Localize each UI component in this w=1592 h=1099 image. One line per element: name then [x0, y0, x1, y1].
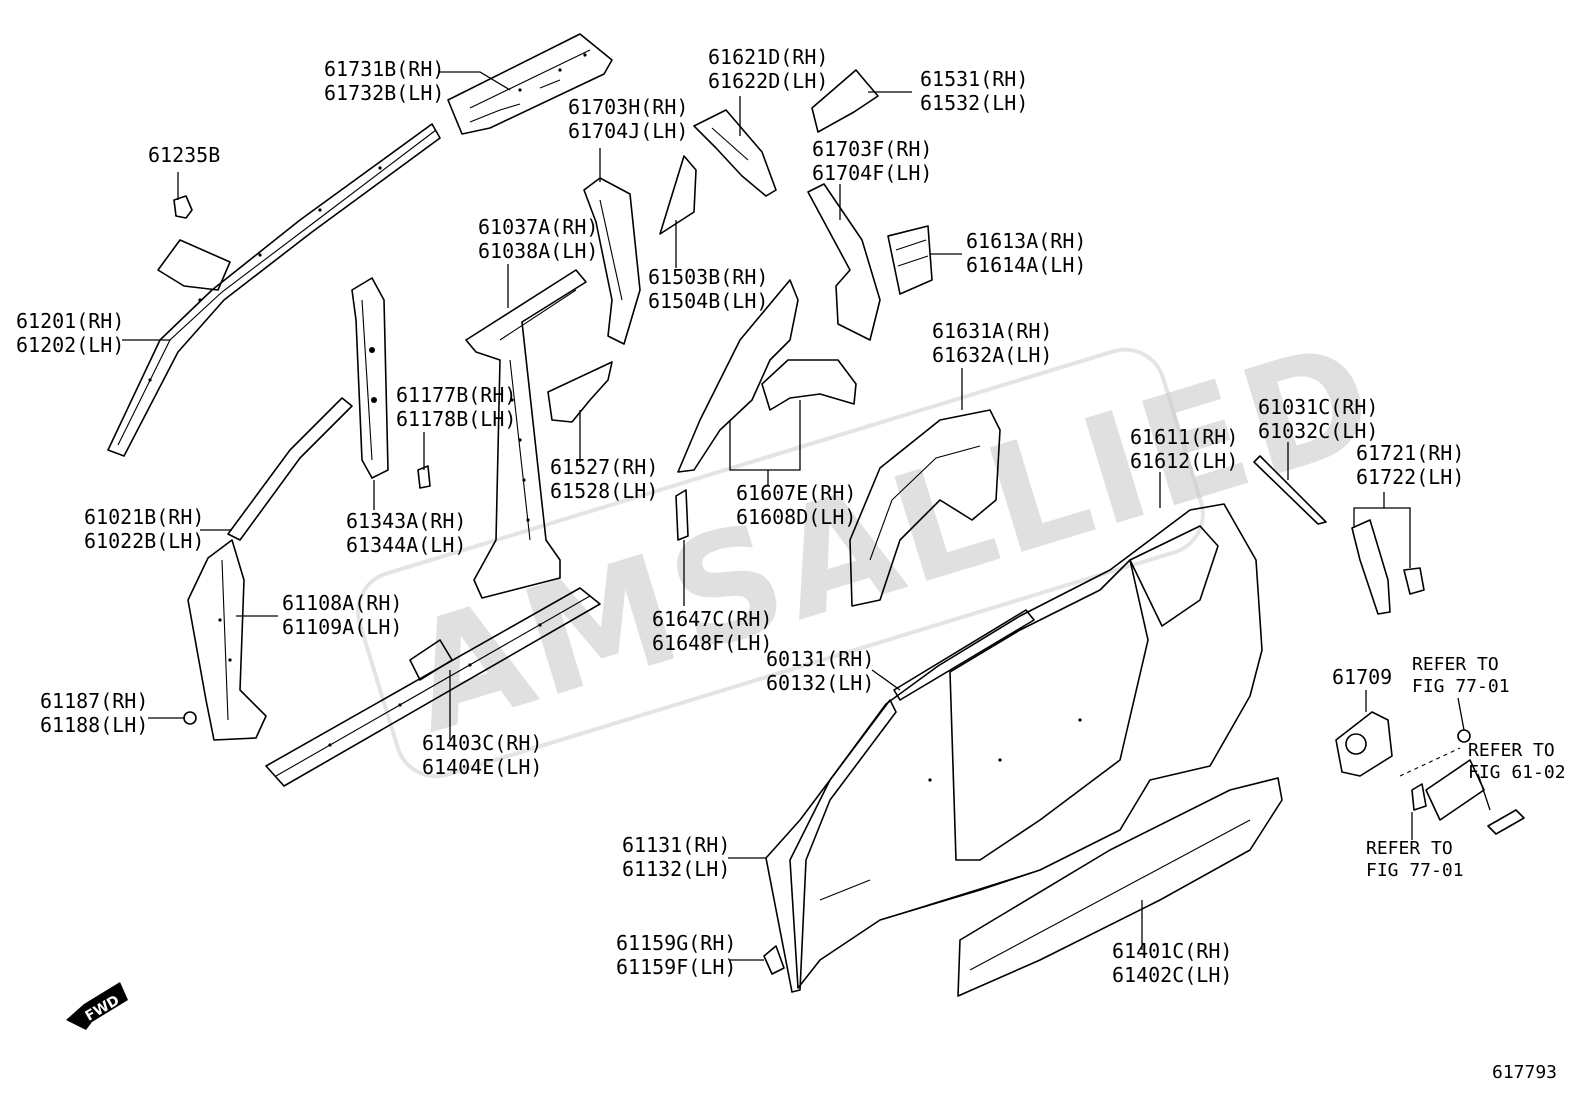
callout-61612-lh[interactable]: 61612(LH) [1130, 449, 1238, 473]
callout-61022b-lh[interactable]: 61022B(LH) [84, 529, 204, 553]
part-roof-rail-front[interactable] [227, 397, 353, 541]
part-front-pillar-lower[interactable] [187, 539, 267, 741]
fwd-arrow-icon: FWD [66, 982, 128, 1030]
callout-61709[interactable]: 61709 [1332, 665, 1392, 689]
part-body-side-outer[interactable] [789, 503, 1263, 989]
part-drip-molding[interactable] [893, 609, 1035, 701]
callout-61343a-rh[interactable]: 61343A(RH) [346, 509, 466, 533]
part-quarter-inner-panel[interactable] [887, 225, 933, 295]
part-hole-plug[interactable] [183, 711, 197, 725]
callout-61731b-rh[interactable]: 61731B(RH) [324, 57, 444, 81]
callout-61648f-lh[interactable]: 61648F(LH) [652, 631, 772, 655]
callout-61177b-rh[interactable]: 61177B(RH) [396, 383, 516, 407]
callout-61527-rh[interactable]: 61527(RH) [550, 455, 658, 479]
callout-61611-rh[interactable]: 61611(RH) [1130, 425, 1238, 449]
callout-61202-lh[interactable]: 61202(LH) [16, 333, 124, 357]
callout-61704f-lh[interactable]: 61704F(LH) [812, 161, 932, 185]
callout-61722-lh[interactable]: 61722(LH) [1356, 465, 1464, 489]
part-fuel-filler-box[interactable] [1335, 711, 1393, 777]
callout-61404e-lh[interactable]: 61404E(LH) [422, 755, 542, 779]
callout-61402c-lh[interactable]: 61402C(LH) [1112, 963, 1232, 987]
part-quarter-bracket-rh[interactable] [1351, 519, 1391, 615]
callout-61631a-rh[interactable]: 61631A(RH) [932, 319, 1052, 343]
callout-61187-rh[interactable]: 61187(RH) [40, 689, 148, 713]
callout-refer-61-line1[interactable]: REFER TO [1468, 740, 1555, 761]
callout-61732b-lh[interactable]: 61732B(LH) [324, 81, 444, 105]
callout-61504b-lh[interactable]: 61504B(LH) [648, 289, 768, 313]
callout-61108a-rh[interactable]: 61108A(RH) [282, 591, 402, 615]
part-wheel-house-seal[interactable] [675, 489, 689, 541]
callout-60132-lh[interactable]: 60132(LH) [766, 671, 874, 695]
callout-61647c-rh[interactable]: 61647C(RH) [652, 607, 772, 631]
callout-61132-lh[interactable]: 61132(LH) [622, 857, 730, 881]
callout-61632a-lh[interactable]: 61632A(LH) [932, 343, 1052, 367]
part-clip-bracket[interactable] [763, 945, 785, 975]
part-front-pillar-outer[interactable] [107, 123, 441, 457]
part-quarter-bracket-lh[interactable] [1403, 567, 1425, 595]
callout-refer-77-bottom-line1[interactable]: REFER TO [1366, 838, 1453, 859]
callout-61159g-rh[interactable]: 61159G(RH) [616, 931, 736, 955]
callout-61621d-rh[interactable]: 61621D(RH) [708, 45, 828, 69]
callout-61704j-lh[interactable]: 61704J(LH) [568, 119, 688, 143]
callout-refer-77-top-line1[interactable]: REFER TO [1412, 654, 1499, 675]
callout-61608d-lh[interactable]: 61608D(LH) [736, 505, 856, 529]
part-wheel-house[interactable] [677, 279, 857, 473]
part-quarter-extension[interactable] [547, 361, 613, 423]
part-rocker-outer[interactable] [957, 777, 1283, 997]
callout-61613a-rh[interactable]: 61613A(RH) [966, 229, 1086, 253]
callout-61622d-lh[interactable]: 61622D(LH) [708, 69, 828, 93]
callout-61503b-rh[interactable]: 61503B(RH) [648, 265, 768, 289]
part-front-pillar-outer-lower[interactable] [765, 699, 897, 993]
callout-60131-rh[interactable]: 60131(RH) [766, 647, 874, 671]
callout-61528-lh[interactable]: 61528(LH) [550, 479, 658, 503]
callout-61031c-rh[interactable]: 61031C(RH) [1258, 395, 1378, 419]
part-gusset[interactable] [659, 155, 697, 235]
callout-61109a-lh[interactable]: 61109A(LH) [282, 615, 402, 639]
part-center-pillar-inner[interactable] [351, 277, 389, 479]
part-quarter-inner-front[interactable] [583, 177, 641, 345]
part-quarter-inner-rear[interactable] [807, 183, 881, 341]
callout-61188-lh[interactable]: 61188(LH) [40, 713, 148, 737]
callout-61614a-lh[interactable]: 61614A(LH) [966, 253, 1086, 277]
callout-61703h-rh[interactable]: 61703H(RH) [568, 95, 688, 119]
callout-refer-61-line2[interactable]: FIG 61-02 [1468, 762, 1566, 783]
callout-61531-rh[interactable]: 61531(RH) [920, 67, 1028, 91]
callout-labels: 61731B(RH) 61732B(LH) 61235B 61201(RH) 6… [16, 45, 1566, 1083]
callout-refer-77-bottom-line2[interactable]: FIG 77-01 [1366, 860, 1464, 881]
part-quarter-wheel-house-outer[interactable] [849, 409, 1001, 607]
callout-61178b-lh[interactable]: 61178B(LH) [396, 407, 516, 431]
part-quarter-trim-strip[interactable] [1253, 455, 1327, 525]
callout-61235b[interactable]: 61235B [148, 143, 220, 167]
callout-61607e-rh[interactable]: 61607E(RH) [736, 481, 856, 505]
part-rocker-inner[interactable] [265, 587, 601, 787]
part-small-bracket[interactable] [417, 465, 431, 489]
callout-61403c-rh[interactable]: 61403C(RH) [422, 731, 542, 755]
callout-refer-77-top-line2[interactable]: FIG 77-01 [1412, 676, 1510, 697]
callout-61721-rh[interactable]: 61721(RH) [1356, 441, 1464, 465]
callout-61038a-lh[interactable]: 61038A(LH) [478, 239, 598, 263]
part-roof-side-bracket[interactable] [693, 109, 777, 197]
part-clip[interactable] [173, 195, 193, 219]
callout-61037a-rh[interactable]: 61037A(RH) [478, 215, 598, 239]
callout-61131-rh[interactable]: 61131(RH) [622, 833, 730, 857]
callout-61159f-lh[interactable]: 61159F(LH) [616, 955, 736, 979]
figure-number: 617793 [1492, 1062, 1557, 1083]
leader-lines [122, 71, 1491, 961]
callout-61344a-lh[interactable]: 61344A(LH) [346, 533, 466, 557]
callout-61201-rh[interactable]: 61201(RH) [16, 309, 124, 333]
part-roof-side-inner-rear[interactable] [447, 33, 613, 135]
part-drawings: FWD [66, 33, 1525, 1030]
callout-61021b-rh[interactable]: 61021B(RH) [84, 505, 204, 529]
callout-61703f-rh[interactable]: 61703F(RH) [812, 137, 932, 161]
part-center-pillar-reinforcement[interactable] [465, 269, 587, 599]
callout-61032c-lh[interactable]: 61032C(LH) [1258, 419, 1378, 443]
callout-61401c-rh[interactable]: 61401C(RH) [1112, 939, 1232, 963]
part-back-panel-bracket[interactable] [811, 69, 879, 133]
callout-61532-lh[interactable]: 61532(LH) [920, 91, 1028, 115]
